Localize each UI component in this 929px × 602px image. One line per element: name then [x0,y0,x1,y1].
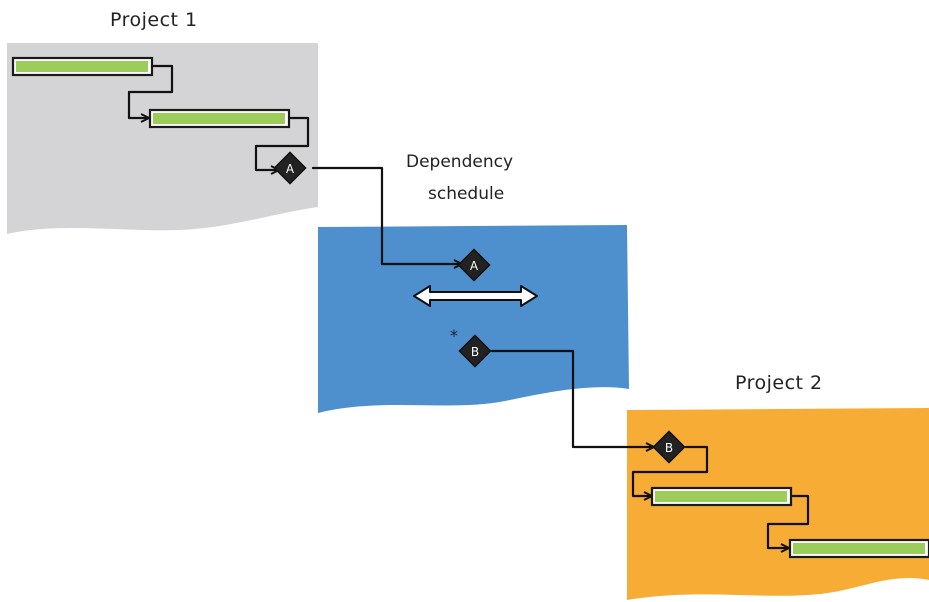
asterisk-marker: * [450,326,458,345]
project2-title: Project 2 [735,372,823,394]
connector-arrow [254,116,310,170]
dependency-panel [318,225,629,413]
connector-arrow [631,445,709,496]
connector-arrow [311,166,464,264]
double-arrow-icon [413,285,538,307]
project1-title: Project 1 [110,9,198,31]
project1-group: Project 1 A [7,9,318,234]
task-bar[interactable] [148,108,291,129]
dependency-milestone-b-label: B [471,345,479,359]
project2-group: Project 2 B [490,349,929,600]
dependency-group: A * B [311,166,629,413]
milestone-a-label: A [286,162,295,176]
connector-arrow [127,64,174,118]
dependency-milestone-a[interactable]: A [457,248,491,282]
dependency-milestone-b[interactable]: B [458,334,492,368]
task-bar[interactable] [650,486,793,507]
milestone-b-label: B [665,441,673,455]
task-bar[interactable] [11,56,154,77]
dependency-title-line2: schedule [428,184,504,204]
connector-arrow [766,494,810,548]
dependency-milestone-a-label: A [470,259,479,273]
project1-panel [7,43,318,234]
connector-arrow [490,349,656,447]
task-bar[interactable] [788,538,929,559]
dependency-title-line1: Dependency [406,152,513,172]
milestone-a[interactable]: A [273,151,307,185]
milestone-b[interactable]: B [652,430,686,464]
